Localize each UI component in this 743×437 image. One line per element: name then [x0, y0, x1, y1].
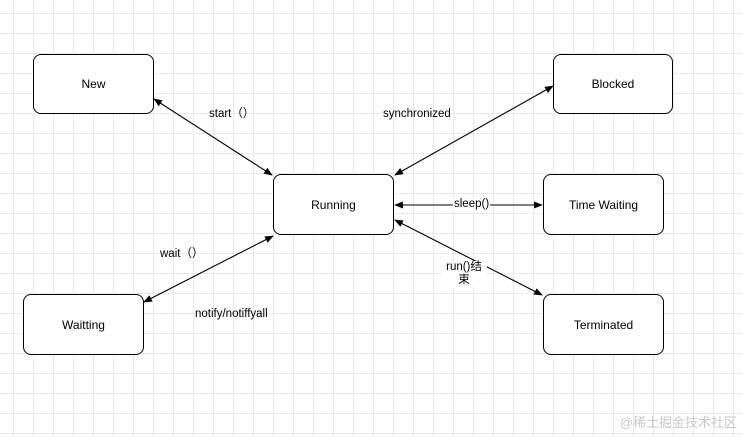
node-new-label: New	[81, 77, 106, 91]
node-blocked[interactable]: Blocked	[553, 54, 673, 114]
node-blocked-label: Blocked	[591, 77, 635, 91]
edge-label-notify: notify/notiffyall	[195, 308, 268, 320]
node-terminated[interactable]: Terminated	[543, 294, 664, 355]
watermark-text: @稀土掘金技术社区	[619, 415, 737, 430]
node-running[interactable]: Running	[273, 174, 394, 235]
edge-label-run-end: run()结束	[441, 261, 487, 287]
edge-label-synchronized: synchronized	[383, 108, 451, 120]
node-new[interactable]: New	[33, 54, 154, 114]
node-time-waiting-label: Time Waiting	[568, 197, 639, 212]
node-time-waiting[interactable]: Time Waiting	[543, 174, 664, 235]
node-waitting[interactable]: Waitting	[23, 294, 144, 355]
edge-label-start: start（）	[209, 108, 255, 120]
node-running-label: Running	[311, 197, 356, 212]
edge-blocked-running	[394, 85, 554, 176]
node-terminated-label: Terminated	[573, 317, 634, 332]
edge-label-wait: wait（）	[160, 248, 204, 260]
edge-label-sleep: sleep()	[453, 198, 491, 211]
edge-running-waitting	[143, 235, 274, 303]
node-waitting-label: Waitting	[62, 317, 105, 332]
